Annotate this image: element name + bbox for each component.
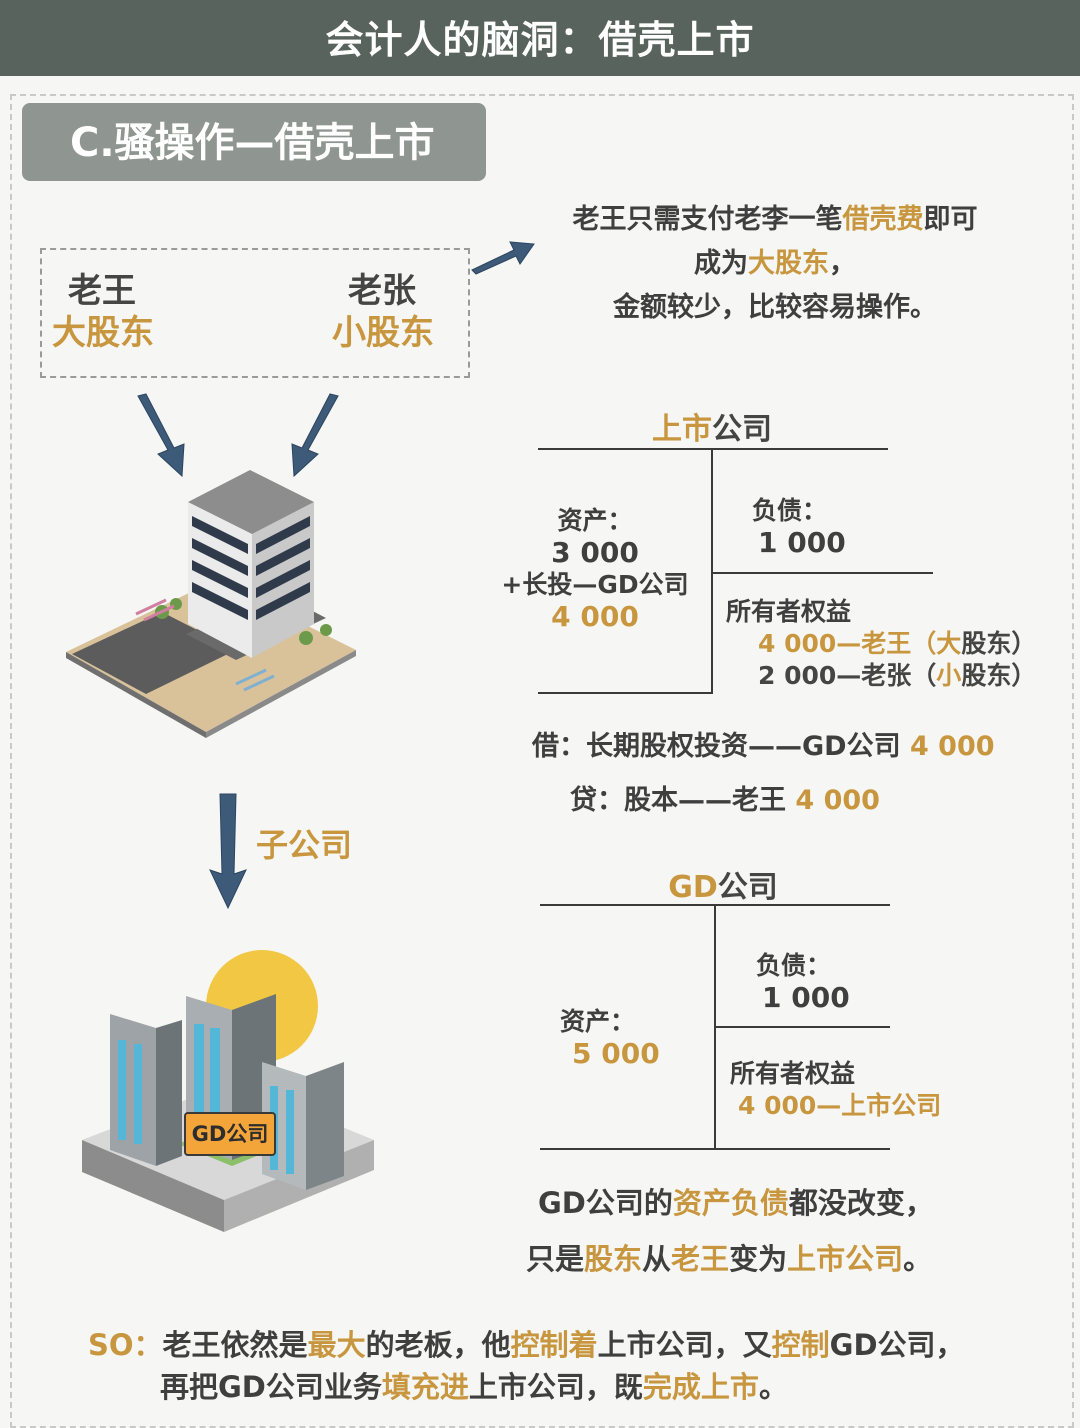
desc-line2-c: ， <box>829 248 856 279</box>
so-l1-a: 老王依然是 <box>162 1328 308 1362</box>
header-title: 会计人的脑洞：借壳上市 <box>325 18 755 62</box>
note-l2-c: 从 <box>642 1242 672 1276</box>
journal-debit: 借：长期股权投资——GD公司 4 000 <box>532 724 995 763</box>
listed-assets-label: 资产： <box>557 506 633 535</box>
gd-company-sign: GD公司 <box>184 1112 276 1156</box>
listed-t-mid-line <box>713 572 933 574</box>
note-l2-d: 老王 <box>671 1242 730 1276</box>
so-l2-a: 再把GD公司业务 <box>160 1370 382 1404</box>
gd-title-a: GD <box>668 870 718 905</box>
gd-t-mid-line <box>716 1026 890 1028</box>
note-l2-e: 变为 <box>729 1242 788 1276</box>
so-l2-d: 完成上市 <box>642 1370 759 1404</box>
listed-eq2-b: 小 <box>936 661 962 690</box>
so-l1-c: 的老板，他 <box>365 1328 511 1362</box>
listed-title-a: 上市 <box>652 412 712 447</box>
shareholder-zhang: 老张 小股东 <box>332 270 434 354</box>
page-header: 会计人的脑洞：借壳上市 <box>0 0 1080 76</box>
note-line1: GD公司的资产负债都没改变， <box>538 1180 934 1222</box>
listed-company-title: 上市公司 <box>538 404 886 448</box>
gd-liab-label: 负债： <box>756 951 832 980</box>
so-l2-b: 填充进 <box>381 1370 469 1404</box>
listed-eq1-c: 股东） <box>961 629 1037 658</box>
note-l1-a: GD公司的 <box>538 1186 673 1220</box>
credit-text: 贷：股本——老王 <box>570 785 786 816</box>
gd-liabilities: 负债： 1 000 <box>756 950 850 1014</box>
desc-line2-a: 成为 <box>694 248 748 279</box>
listed-assets: 资产： 3 000 +长投—GD公司 4 000 <box>500 505 690 633</box>
listed-eq2-c: 股东） <box>961 661 1037 690</box>
so-l2-e: 。 <box>758 1370 788 1404</box>
note-l2-b: 股东 <box>584 1242 643 1276</box>
listed-liabilities: 负债： 1 000 <box>752 495 846 559</box>
subsidiary-label: 子公司 <box>256 826 353 864</box>
wang-role: 大股东 <box>52 313 154 353</box>
gd-company-title: GD公司 <box>540 862 906 906</box>
wang-name: 老王 <box>68 271 136 311</box>
gd-t-vertical-line <box>714 904 716 1150</box>
gd-title-b: 公司 <box>717 870 778 905</box>
desc-line2-b: 大股东 <box>748 248 829 279</box>
note-l1-c: 都没改变， <box>788 1186 934 1220</box>
listed-eq1-a: 4 000—老王（ <box>758 629 937 658</box>
listed-eq2-a: 2 000—老张（ <box>758 661 937 690</box>
listed-t-top-line <box>538 448 888 450</box>
listed-t-bottom-line <box>538 692 713 694</box>
desc-line1-c: 即可 <box>923 204 978 235</box>
debit-value: 4 000 <box>909 731 995 762</box>
zhang-role: 小股东 <box>332 313 434 353</box>
note-l2-a: 只是 <box>526 1242 585 1276</box>
gd-assets-value: 5 000 <box>572 1037 660 1070</box>
section-title: C.骚操作—借壳上市 <box>22 103 486 181</box>
so-l1-g: GD公司， <box>829 1328 965 1362</box>
so-l1-d: 控制着 <box>510 1328 598 1362</box>
desc-line1-a: 老王只需支付老李一笔 <box>572 204 843 235</box>
note-l2-f: 上市公司 <box>787 1242 904 1276</box>
gd-t-bottom-line <box>540 1148 890 1150</box>
note-l1-b: 资产负债 <box>672 1186 789 1220</box>
listed-liab-label: 负债： <box>752 496 828 525</box>
credit-value: 4 000 <box>795 785 880 816</box>
arrow-down-left-icon <box>137 393 185 478</box>
journal-credit: 贷：股本——老王 4 000 <box>570 778 880 817</box>
arrow-down-icon <box>209 793 247 910</box>
shareholders-box <box>40 248 470 378</box>
so-l1-f: 控制 <box>771 1328 830 1362</box>
listed-liab-value: 1 000 <box>758 526 846 559</box>
description: 老王只需支付老李一笔借壳费即可 成为大股东， 金额较少，比较容易操作。 <box>540 198 1010 330</box>
debit-text: 借：长期股权投资——GD公司 <box>532 731 901 762</box>
gd-assets-label: 资产： <box>560 1007 636 1036</box>
listed-title-b: 公司 <box>712 412 772 447</box>
listed-equity-label: 所有者权益 <box>726 597 852 626</box>
note-line2: 只是股东从老王变为上市公司。 <box>526 1236 932 1278</box>
zhang-name: 老张 <box>348 271 416 311</box>
so-l2-c: 上市公司，既 <box>468 1370 643 1404</box>
listed-lt-invest-label: +长投—GD公司 <box>501 570 689 599</box>
gd-company-building-icon <box>82 950 374 1232</box>
so-prefix: SO： <box>88 1328 163 1362</box>
so-l1-b: 最大 <box>307 1328 366 1362</box>
listed-t-vertical-line <box>711 448 713 694</box>
so-conclusion: SO：老王依然是最大的老板，他控制着上市公司，又控制GD公司， 再把GD公司业务… <box>88 1324 1048 1408</box>
listed-eq1-b: 大 <box>936 629 962 658</box>
listed-assets-value: 3 000 <box>551 536 639 569</box>
arrow-down-right-icon <box>291 393 339 478</box>
gd-equity-value: 4 000—上市公司 <box>738 1091 942 1120</box>
gd-liab-value: 1 000 <box>762 981 850 1014</box>
note-l2-g: 。 <box>903 1242 933 1276</box>
gd-assets: 资产： 5 000 <box>560 1006 660 1070</box>
shareholder-wang: 老王 大股东 <box>52 270 154 354</box>
listed-company-building-icon <box>66 470 356 738</box>
gd-equity: 所有者权益 4 000—上市公司 <box>730 1058 941 1122</box>
arrow-right-icon <box>471 241 535 275</box>
desc-line3: 金额较少，比较容易操作。 <box>613 292 937 323</box>
desc-line1-b: 借壳费 <box>842 204 924 235</box>
listed-lt-invest-value: 4 000 <box>551 600 639 633</box>
listed-equity: 所有者权益 4 000—老王（大股东） 2 000—老张（小股东） <box>726 596 1036 692</box>
gd-equity-label: 所有者权益 <box>730 1059 856 1088</box>
so-l1-e: 上市公司，又 <box>597 1328 772 1362</box>
